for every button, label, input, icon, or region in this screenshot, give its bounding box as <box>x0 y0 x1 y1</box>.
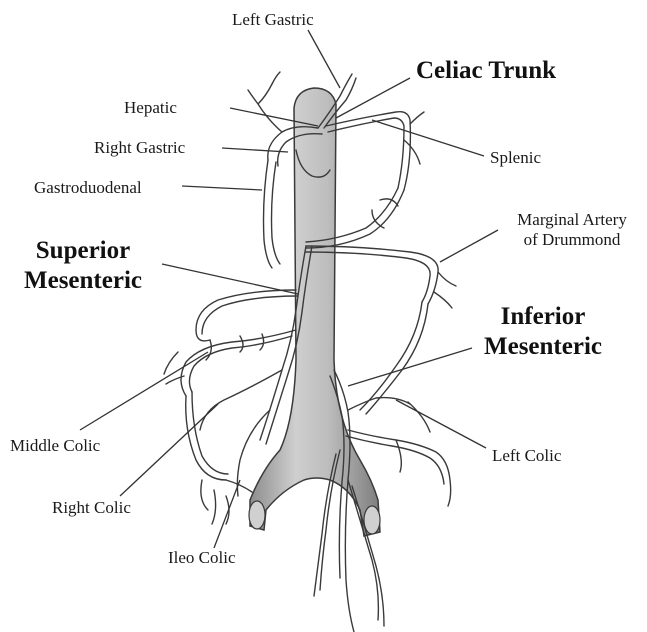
label-inferior-line2: Mesenteric <box>470 332 616 362</box>
leader-marginal <box>440 230 498 262</box>
label-marginal-artery: Marginal Artery of Drummond <box>504 210 640 250</box>
label-left-colic: Left Colic <box>492 446 561 466</box>
label-left-gastric: Left Gastric <box>232 10 314 30</box>
label-inferior-mesenteric: Inferior Mesenteric <box>470 302 616 362</box>
label-splenic: Splenic <box>490 148 541 168</box>
label-hepatic: Hepatic <box>124 98 177 118</box>
label-inferior-line1: Inferior <box>470 302 616 332</box>
label-right-gastric: Right Gastric <box>94 138 185 158</box>
label-gastroduodenal: Gastroduodenal <box>34 178 142 198</box>
leader-middle-colic <box>80 352 208 430</box>
label-marginal-line1: Marginal Artery <box>504 210 640 230</box>
label-ileo-colic: Ileo Colic <box>168 548 236 568</box>
leader-right-colic <box>120 404 218 496</box>
label-superior-mesenteric: Superior Mesenteric <box>10 236 156 296</box>
label-celiac-trunk: Celiac Trunk <box>416 56 556 86</box>
aorta <box>249 88 380 536</box>
leader-inferior-mesenteric <box>348 348 472 386</box>
leader-ileo-colic <box>214 480 240 548</box>
label-middle-colic: Middle Colic <box>10 436 100 456</box>
leader-left-gastric <box>308 30 340 88</box>
label-marginal-line2: of Drummond <box>504 230 640 250</box>
label-superior-line1: Superior <box>10 236 156 266</box>
leader-right-gastric <box>222 148 288 152</box>
label-superior-line2: Mesenteric <box>10 266 156 296</box>
leader-gastroduodenal <box>182 186 262 190</box>
leader-left-colic <box>396 400 486 448</box>
leader-splenic <box>372 120 484 156</box>
leader-superior-mesenteric <box>162 264 298 294</box>
label-right-colic: Right Colic <box>52 498 131 518</box>
